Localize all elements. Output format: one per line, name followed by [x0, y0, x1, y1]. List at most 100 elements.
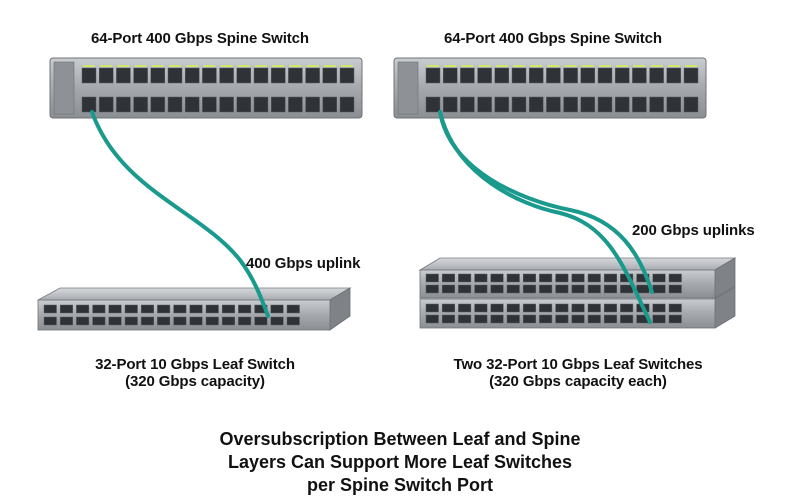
switch-port — [205, 316, 219, 326]
switch-port — [546, 67, 561, 84]
switch-port — [441, 273, 455, 283]
switch-port — [539, 273, 553, 283]
switch-port — [666, 67, 682, 84]
switch-port — [98, 96, 114, 113]
switch-port — [221, 316, 235, 326]
switch-port — [539, 314, 553, 324]
switch-port — [442, 67, 458, 84]
port-led — [444, 65, 457, 67]
port-led — [513, 65, 525, 67]
switch-port — [76, 316, 90, 326]
switch-port — [652, 303, 666, 313]
switch-port — [270, 316, 284, 326]
switch-port — [425, 284, 439, 294]
switch-port — [219, 67, 234, 84]
right-leaf-switch-bottom — [419, 286, 736, 329]
port-led — [203, 65, 216, 67]
switch-port — [555, 314, 569, 324]
port-led — [186, 65, 199, 67]
switch-port — [270, 96, 286, 113]
switch-port — [652, 284, 666, 294]
switch-port — [286, 316, 300, 326]
caption-line-3: per Spine Switch Port — [306, 475, 494, 495]
switch-port — [666, 96, 682, 113]
switch-port — [636, 273, 650, 283]
switch-port — [124, 316, 138, 326]
switch-port — [116, 96, 131, 113]
switch-port — [441, 303, 455, 313]
switch-port — [460, 96, 475, 113]
switch-port — [587, 273, 601, 283]
switch-port — [668, 273, 682, 283]
switch-port — [597, 67, 613, 84]
switch-port — [620, 314, 634, 324]
port-led — [255, 65, 267, 67]
switch-port — [571, 284, 585, 294]
switch-port — [221, 304, 235, 314]
switch-port — [603, 314, 617, 324]
left-leaf-port-bank — [43, 304, 300, 326]
right-leaf-top-port-bank — [425, 273, 682, 294]
switch-port — [270, 304, 284, 314]
port-led — [289, 65, 302, 67]
switch-port — [539, 303, 553, 313]
switch-port — [603, 273, 617, 283]
right-leaf-title: Two 32-Port 10 Gbps Leaf Switches — [453, 356, 703, 373]
switch-port — [236, 96, 252, 113]
switch-port — [288, 96, 303, 113]
switch-port — [202, 67, 217, 84]
switch-port — [522, 314, 536, 324]
switch-port — [81, 67, 97, 84]
switch-port — [632, 96, 647, 113]
spine-switch-2-label: 64-Port 400 Gbps Spine Switch — [444, 30, 662, 47]
port-led — [564, 65, 577, 67]
switch-port — [587, 314, 601, 324]
switch-port — [528, 67, 544, 84]
switch-port — [305, 67, 320, 84]
switch-port — [184, 67, 200, 84]
switch-port — [189, 304, 203, 314]
port-led — [169, 65, 181, 67]
switch-port — [511, 96, 527, 113]
switch-port — [286, 304, 300, 314]
switch-port — [494, 96, 510, 113]
switch-port — [603, 284, 617, 294]
switch-port — [474, 273, 488, 283]
switch-port — [620, 303, 634, 313]
switch-port — [668, 303, 682, 313]
spine-switch-1-label: 64-Port 400 Gbps Spine Switch — [91, 30, 309, 47]
port-led — [685, 65, 697, 67]
switch-port — [339, 67, 355, 84]
switch-port — [425, 303, 439, 313]
switch-port — [474, 314, 488, 324]
switch-port — [571, 314, 585, 324]
switch-port — [92, 304, 106, 314]
switch-port — [202, 96, 217, 113]
switch-port — [506, 273, 520, 283]
switch-port — [425, 67, 441, 84]
port-led — [134, 65, 147, 67]
switch-port — [140, 304, 154, 314]
switch-port — [236, 67, 252, 84]
switch-port — [563, 96, 578, 113]
switch-port — [474, 303, 488, 313]
switch-port — [76, 304, 90, 314]
switch-port — [189, 316, 203, 326]
port-led — [83, 65, 95, 67]
switch-port — [490, 303, 504, 313]
switch-port — [442, 96, 458, 113]
left-leaf-label: 32-Port 10 Gbps Leaf Switch (320 Gbps ca… — [95, 356, 295, 390]
port-led — [306, 65, 319, 67]
switch-port — [219, 96, 234, 113]
port-led — [117, 65, 130, 67]
switch-port — [597, 96, 613, 113]
switch-port — [506, 284, 520, 294]
right-leaf-switch-top — [418, 257, 737, 299]
port-led — [547, 65, 560, 67]
switch-port — [539, 284, 553, 294]
switch-port — [124, 304, 138, 314]
left-leaf-switch — [37, 287, 352, 331]
switch-port — [494, 67, 510, 84]
switch-port — [458, 303, 472, 313]
